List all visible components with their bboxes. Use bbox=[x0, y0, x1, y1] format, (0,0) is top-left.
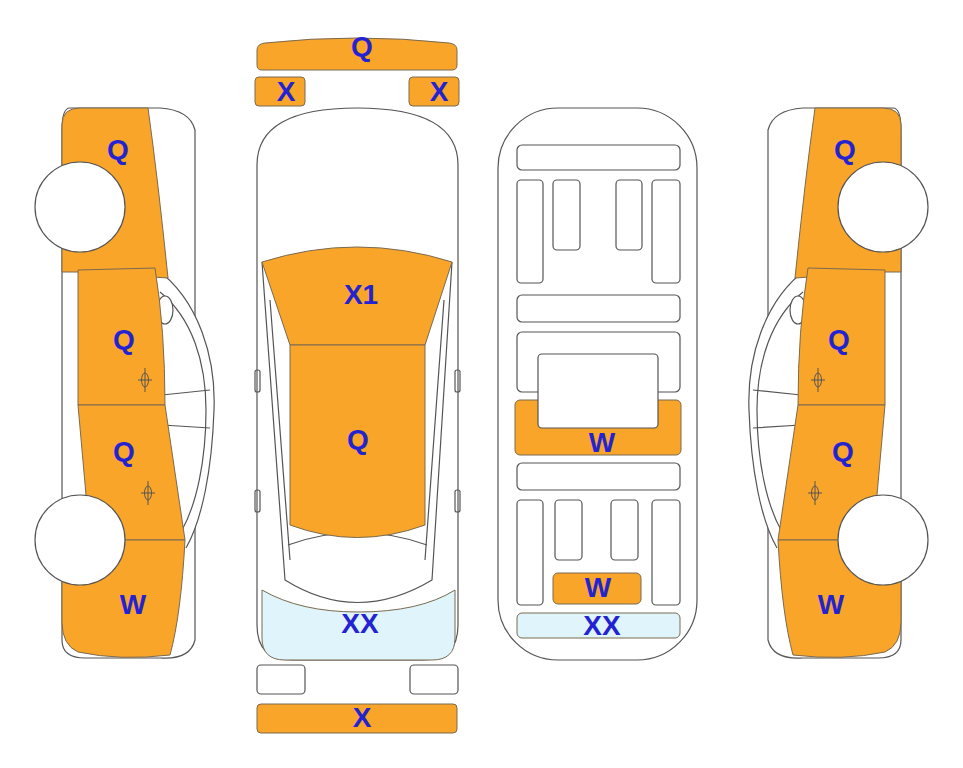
damage-code: X bbox=[277, 78, 296, 106]
damage-code: XX bbox=[583, 612, 620, 640]
underbody-panel: XX bbox=[517, 613, 680, 638]
underbody-panel: W bbox=[553, 573, 641, 604]
roof-panel: Q bbox=[290, 345, 425, 545]
front-door-panel: Q bbox=[78, 268, 165, 405]
rear-panel: XX bbox=[262, 585, 455, 660]
front-bumper-panel: Q bbox=[257, 36, 457, 70]
rear-bumper-panel: X bbox=[257, 704, 457, 733]
front-fender-panel: Q bbox=[62, 108, 168, 278]
headlight-panel: X bbox=[255, 77, 305, 106]
panel-shape bbox=[795, 108, 901, 278]
damage-code: Q bbox=[347, 426, 369, 454]
damage-code: Q bbox=[107, 136, 129, 164]
damage-code: W bbox=[585, 574, 611, 602]
damage-code: Q bbox=[834, 136, 856, 164]
damage-code: Q bbox=[113, 326, 135, 354]
damage-code: X bbox=[353, 704, 372, 732]
damage-code: Q bbox=[828, 326, 850, 354]
damage-code: Q bbox=[113, 438, 135, 466]
headlight-panel: X bbox=[409, 77, 459, 106]
damage-code: Q bbox=[351, 33, 373, 61]
damage-code: W bbox=[818, 591, 844, 619]
rear-quarter-panel: W bbox=[778, 540, 901, 660]
hood-panel: X1 bbox=[262, 240, 452, 345]
damage-code: W bbox=[589, 429, 615, 457]
panel-shape bbox=[62, 108, 168, 278]
damage-code: XX bbox=[341, 610, 378, 638]
underbody-panel: W bbox=[515, 400, 681, 455]
damage-code: Q bbox=[832, 438, 854, 466]
damage-code: W bbox=[120, 591, 146, 619]
front-door-panel: Q bbox=[798, 268, 885, 405]
damage-code: X1 bbox=[344, 281, 378, 309]
front-fender-panel: Q bbox=[795, 108, 901, 278]
rear-quarter-panel: W bbox=[62, 540, 185, 660]
damage-code: X bbox=[430, 78, 449, 106]
